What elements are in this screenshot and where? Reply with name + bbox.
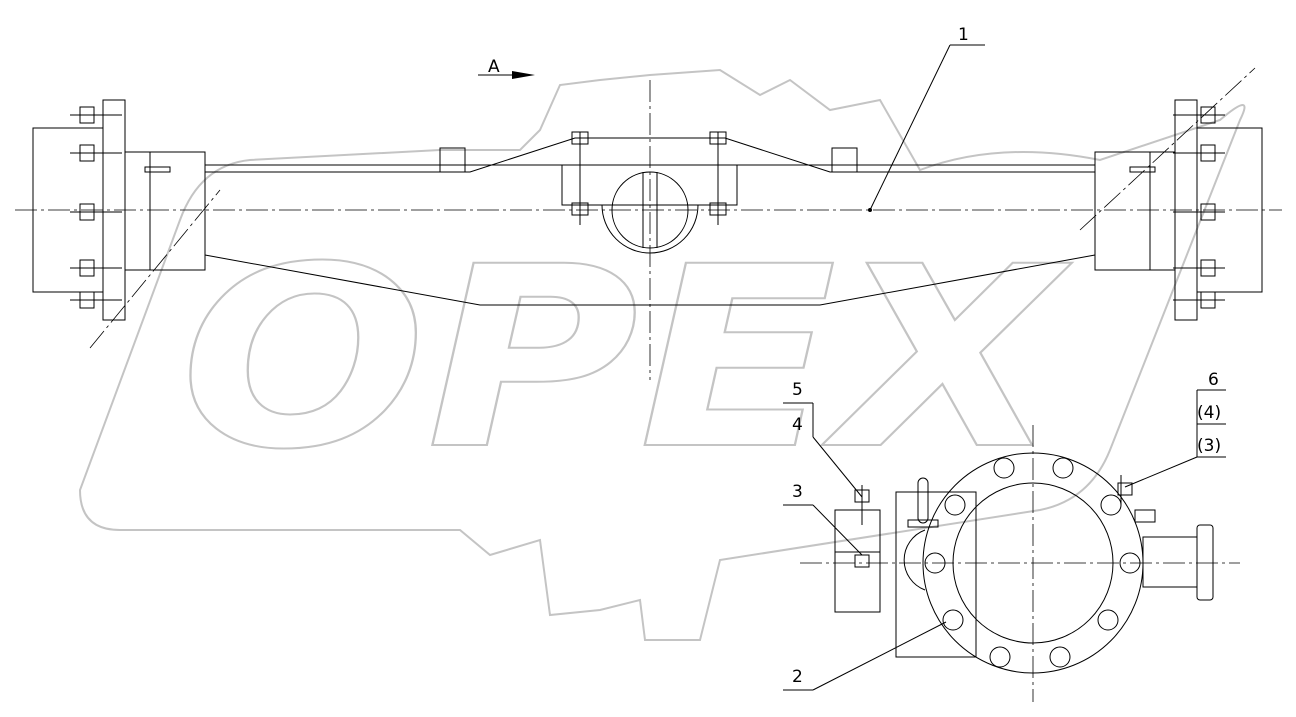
flange-bolts [924, 457, 1141, 668]
center-carrier [561, 131, 738, 254]
left-hub-bolts [70, 106, 122, 309]
right-hub-bolts [1173, 106, 1225, 309]
callout-3: 3 [783, 482, 863, 556]
view-a-marker: A [478, 57, 535, 79]
right-hub [1094, 99, 1263, 321]
svg-text:(3): (3) [1197, 436, 1221, 456]
left-hub [32, 99, 206, 321]
callout-2: 2 [783, 621, 947, 691]
svg-text:5: 5 [792, 380, 803, 400]
svg-text:3: 3 [792, 482, 803, 502]
svg-text:2: 2 [792, 667, 803, 687]
svg-text:6: 6 [1208, 370, 1219, 390]
svg-text:(4): (4) [1197, 403, 1221, 423]
svg-text:4: 4 [792, 415, 803, 435]
svg-text:OPEX: OPEX [180, 213, 1072, 504]
svg-text:A: A [488, 57, 500, 77]
callout-6: 6 (4) (3) [1124, 370, 1226, 488]
left-diagonal-centerline [89, 189, 221, 349]
bottom-view [800, 425, 1240, 702]
callout-1: 1 [868, 25, 985, 212]
opex-watermark: OPEX [78, 68, 1246, 641]
right-diagonal-centerline [1079, 67, 1256, 231]
svg-text:1: 1 [958, 25, 969, 45]
callout-5-4: 5 4 [783, 380, 863, 498]
